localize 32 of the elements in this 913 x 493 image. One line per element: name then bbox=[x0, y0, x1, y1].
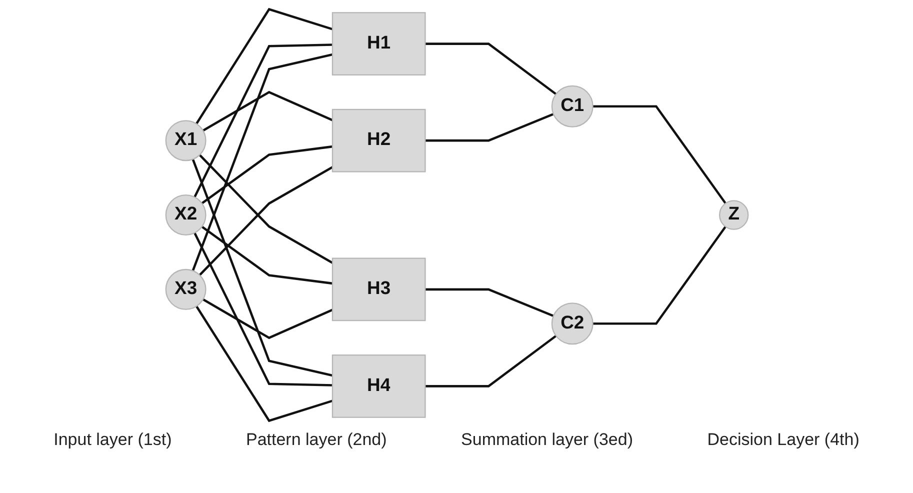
layer-label: Summation layer (3ed) bbox=[461, 430, 633, 450]
connector bbox=[198, 154, 333, 264]
node-box: H1 bbox=[331, 12, 426, 76]
connector bbox=[202, 90, 332, 132]
node-circle: C1 bbox=[550, 85, 593, 128]
node-circle: Z bbox=[718, 200, 748, 230]
node-circle: X1 bbox=[164, 120, 206, 162]
node-box: H3 bbox=[331, 258, 426, 322]
node-circle: X3 bbox=[164, 268, 206, 310]
layer-label: Decision Layer (4th) bbox=[707, 430, 860, 450]
connector bbox=[592, 105, 726, 204]
connector bbox=[202, 298, 332, 340]
node-box: H2 bbox=[331, 108, 426, 172]
connector bbox=[191, 158, 332, 377]
node-circle: C2 bbox=[550, 302, 593, 345]
layer-label: Input layer (1st) bbox=[54, 430, 172, 450]
connector bbox=[424, 113, 554, 142]
connector bbox=[592, 226, 726, 325]
connector bbox=[198, 166, 333, 276]
connector bbox=[200, 145, 332, 204]
node-circle: X2 bbox=[164, 194, 206, 236]
node-box: H4 bbox=[331, 354, 426, 418]
connector bbox=[200, 226, 332, 285]
layer-label: Pattern layer (2nd) bbox=[246, 430, 387, 450]
connector bbox=[191, 53, 332, 272]
connector bbox=[424, 288, 554, 317]
connector bbox=[193, 44, 332, 198]
connector bbox=[424, 42, 556, 96]
connector bbox=[424, 334, 556, 388]
connector bbox=[195, 306, 332, 422]
connector bbox=[195, 8, 332, 124]
connector bbox=[193, 232, 332, 386]
